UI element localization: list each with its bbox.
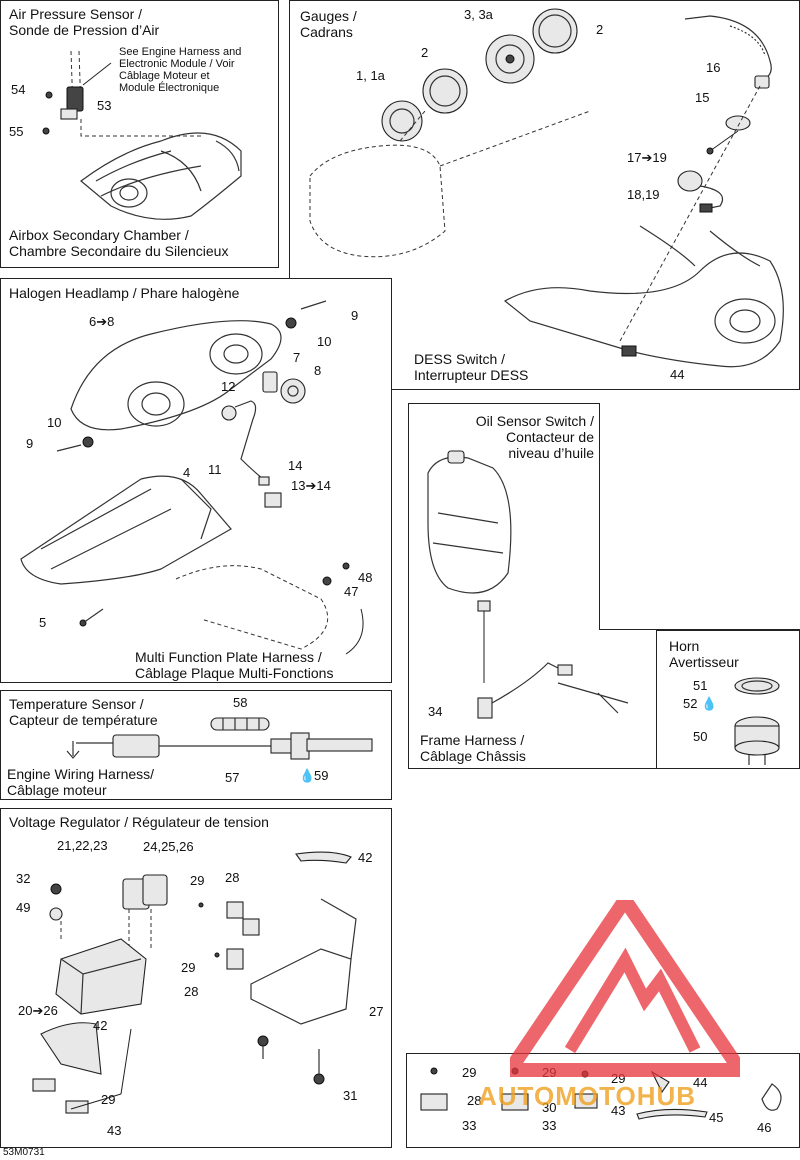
callout-13-14: 13➔14 <box>291 478 331 493</box>
headlamp-title: Halogen Headlamp / Phare halogène <box>9 285 240 301</box>
callout-45-hw: 45 <box>709 1110 724 1125</box>
callout-29-hw-a: 29 <box>462 1065 477 1080</box>
callout-59: 59 <box>314 768 329 783</box>
callout-2a: 2 <box>596 22 604 37</box>
callout-49: 49 <box>16 900 31 915</box>
callout-43-hw: 43 <box>611 1103 626 1118</box>
callout-5: 5 <box>39 615 47 630</box>
callout-48: 48 <box>358 570 373 585</box>
callout-28b: 28 <box>184 984 199 999</box>
callout-52: 52 <box>683 696 698 711</box>
callout-14: 14 <box>288 458 303 473</box>
callout-58: 58 <box>233 695 248 710</box>
callout-44-hw: 44 <box>693 1075 708 1090</box>
callout-43: 43 <box>107 1123 122 1138</box>
temperature-title: Temperature Sensor / Capteur de températ… <box>9 696 158 728</box>
callout-6-8: 6➔8 <box>89 314 115 329</box>
callout-24-25-26: 24,25,26 <box>143 839 194 854</box>
airbox-drawing <box>42 50 242 220</box>
callout-30-hw: 30 <box>542 1100 557 1115</box>
horn-drawing <box>734 677 780 765</box>
callout-44: 44 <box>670 367 685 382</box>
callout-42a: 42 <box>358 850 373 865</box>
callout-28-hw: 28 <box>467 1093 482 1108</box>
gauges-title: Gauges / Cadrans <box>300 8 357 40</box>
callout-12: 12 <box>221 379 236 394</box>
callout-18-19: 18,19 <box>627 187 660 202</box>
callout-27: 27 <box>369 1004 384 1019</box>
watermark-text: AUTOMOTOHUB <box>478 1081 697 1111</box>
temperature-drawing <box>66 717 373 760</box>
panel-air-pressure-sensor: Air Pressure Sensor / Sonde de Pression … <box>0 0 279 268</box>
callout-51: 51 <box>693 678 708 693</box>
horn-title: Horn Avertisseur <box>669 638 739 670</box>
watermark-logo <box>510 900 740 1077</box>
engine-wiring-caption: Engine Wiring Harness/ Câblage moteur <box>7 766 155 798</box>
panel-horn: Horn Avertisseur 51 52 💧 50 <box>656 630 800 769</box>
dess-caption: DESS Switch / Interrupteur DESS <box>414 351 529 383</box>
callout-29c: 29 <box>101 1092 116 1107</box>
drop-icon: 💧 <box>701 696 718 711</box>
callout-4: 4 <box>183 465 191 480</box>
callout-28a: 28 <box>225 870 240 885</box>
panel-temperature-sensor: Temperature Sensor / Capteur de températ… <box>0 690 392 800</box>
callout-54: 54 <box>11 82 26 97</box>
multi-function-caption: Multi Function Plate Harness / Câblage P… <box>135 649 334 681</box>
voltage-regulator-drawing <box>32 851 357 1114</box>
figure-id: 53M0731 <box>3 1147 45 1158</box>
callout-47: 47 <box>344 584 359 599</box>
callout-57: 57 <box>225 770 240 785</box>
callout-29b: 29 <box>181 960 196 975</box>
frame-harness-caption: Frame Harness / Câblage Châssis <box>420 732 526 764</box>
callout-2b: 2 <box>421 45 429 60</box>
callout-7: 7 <box>293 350 301 365</box>
callout-42b: 42 <box>93 1018 108 1033</box>
callout-33-hw-a: 33 <box>462 1118 477 1133</box>
callout-1-1a: 1, 1a <box>356 68 385 83</box>
callout-21-22-23: 21,22,23 <box>57 838 108 853</box>
panel-voltage-regulator: Voltage Regulator / Régulateur de tensio… <box>0 808 392 1148</box>
engine-harness-note: See Engine Harness and Electronic Module… <box>119 46 242 94</box>
headlamp-drawing <box>20 300 364 655</box>
callout-8: 8 <box>314 363 322 378</box>
callout-32: 32 <box>16 871 31 886</box>
callout-46-hw: 46 <box>757 1120 772 1135</box>
callout-33-hw-b: 33 <box>542 1118 557 1133</box>
callout-11: 11 <box>208 462 222 477</box>
callout-15: 15 <box>695 90 710 105</box>
panel-halogen-headlamp: Halogen Headlamp / Phare halogène 6➔8 9 … <box>0 278 392 683</box>
voltage-title: Voltage Regulator / Régulateur de tensio… <box>9 814 269 830</box>
drop-icon: 💧 <box>299 768 316 783</box>
callout-17-19: 17➔19 <box>627 150 667 165</box>
callout-53: 53 <box>97 98 112 113</box>
callout-10a: 10 <box>317 334 332 349</box>
callout-10b: 10 <box>47 415 62 430</box>
oil-sensor-title: Oil Sensor Switch / Contacteur de niveau… <box>475 413 594 461</box>
callout-3-3a: 3, 3a <box>464 7 493 22</box>
callout-34: 34 <box>428 704 443 719</box>
gauges-dess-drawing <box>309 8 784 368</box>
callout-16: 16 <box>706 60 721 75</box>
callout-31: 31 <box>343 1088 358 1103</box>
callout-50: 50 <box>693 729 708 744</box>
panel-gauges-dess: Gauges / Cadrans 3, 3a 2 2 1, 1a 16 15 1… <box>289 0 800 390</box>
callout-20-26: 20➔26 <box>18 1003 58 1018</box>
callout-9b: 9 <box>26 436 34 451</box>
callout-29a: 29 <box>190 873 205 888</box>
airbox-caption: Airbox Secondary Chamber / Chambre Secon… <box>9 227 229 259</box>
callout-9a: 9 <box>351 308 359 323</box>
callout-55: 55 <box>9 124 24 139</box>
air-pressure-title: Air Pressure Sensor / Sonde de Pression … <box>9 6 160 38</box>
